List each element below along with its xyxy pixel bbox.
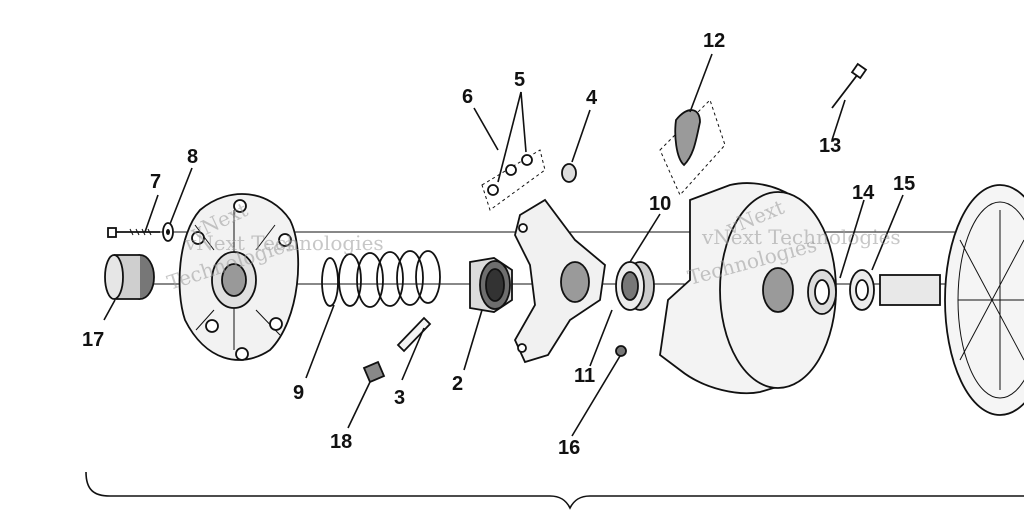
callout-13: 13 — [819, 135, 841, 157]
part-15-washer — [849, 269, 875, 311]
watermark-text: vNext Technologies — [701, 225, 901, 249]
callout-3: 3 — [394, 387, 405, 409]
callout-16: 16 — [558, 437, 580, 459]
callout-2: 2 — [452, 373, 463, 395]
part-3-pin — [396, 316, 432, 353]
callout-9: 9 — [293, 382, 304, 404]
leader-lines — [103, 53, 904, 437]
part-7-bolt — [107, 227, 160, 238]
callout-12: 12 — [703, 30, 725, 52]
part-4-nut — [561, 163, 577, 183]
watermark-text: vNext Technologies — [184, 231, 384, 255]
callout-17: 17 — [82, 329, 104, 351]
part-5-6-nuts — [481, 149, 546, 211]
part-18-cap — [362, 360, 386, 384]
callout-6: 6 — [462, 86, 473, 108]
part-fixed-sheave — [879, 184, 1024, 416]
part-2-threaded-nut — [469, 257, 513, 313]
part-cover-plate — [178, 193, 300, 361]
callout-15: 15 — [893, 173, 915, 195]
part-17-bushing — [104, 254, 155, 300]
callout-4: 4 — [586, 87, 598, 109]
callouts: 2 3 4 5 6 7 8 9 10 11 12 13 14 15 16 17 … — [82, 30, 915, 459]
part-movable-sheave — [659, 182, 837, 395]
part-12-weight — [659, 99, 726, 196]
assembly-bracket — [85, 471, 1024, 510]
callout-18: 18 — [330, 431, 352, 453]
callout-5: 5 — [514, 69, 525, 91]
part-8-washer — [162, 222, 174, 242]
callout-10: 10 — [649, 193, 671, 215]
part-spider-arm — [513, 198, 606, 364]
part-10-bearing — [615, 261, 655, 311]
callout-11: 11 — [574, 365, 595, 387]
callout-8: 8 — [187, 146, 198, 168]
part-16-nut — [615, 345, 627, 357]
part-14-washer — [807, 269, 837, 315]
callout-7: 7 — [150, 171, 161, 193]
part-9-spring — [321, 250, 441, 308]
callout-14: 14 — [852, 182, 875, 204]
part-13-bolt — [831, 62, 868, 109]
